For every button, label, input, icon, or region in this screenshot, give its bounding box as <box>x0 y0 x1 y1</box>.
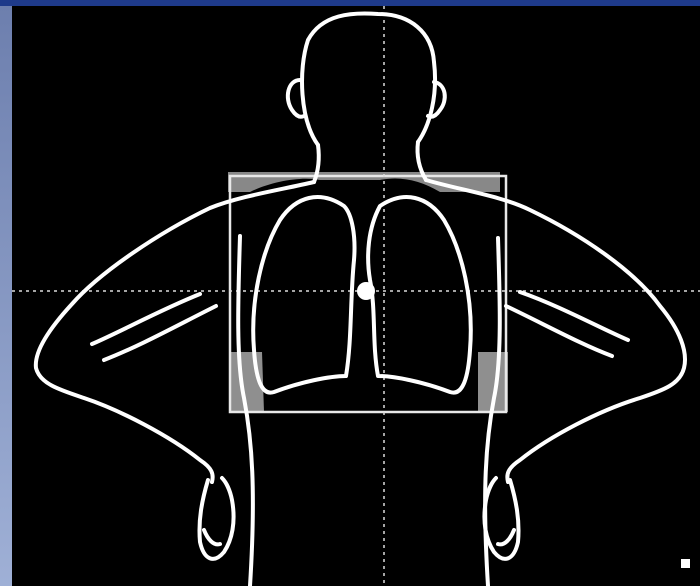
body-outline <box>36 13 685 586</box>
central-ray-crosshair <box>12 6 700 586</box>
left-lung <box>253 197 354 393</box>
centering-point <box>357 282 375 300</box>
corner-marker <box>681 559 690 568</box>
